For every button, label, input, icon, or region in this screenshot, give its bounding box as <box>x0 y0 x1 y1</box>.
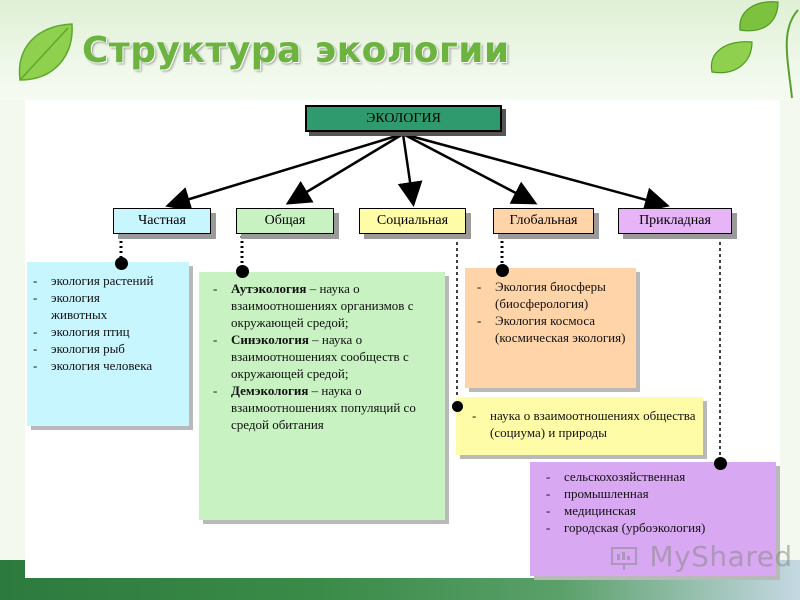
globalnaya-list: Экология биосферы (биосферология) Эколог… <box>471 278 630 346</box>
connector-dot-globalnaya <box>496 264 509 277</box>
panel-obshchaya: - Аутэкология – наука о взаимоотношениях… <box>199 272 445 520</box>
panel-socialnaya: наука о взаимоотношениях общества (социу… <box>456 397 703 455</box>
category-socialnaya: Социальная <box>359 208 466 234</box>
term-demekologiya: Демэкология <box>231 383 309 398</box>
arrow-to-chastnaya <box>165 132 404 212</box>
list-item: экология птиц <box>27 323 189 340</box>
obshchaya-item-demekologiya: - Демэкология – наука о взаимоотношениях… <box>213 383 416 432</box>
panel-globalnaya: Экология биосферы (биосферология) Эколог… <box>465 268 636 388</box>
list-item: Экология космоса (космическая экология) <box>471 312 630 346</box>
category-prikladnaya: Прикладная <box>618 208 732 234</box>
connector-dot-prikladnaya <box>714 457 727 470</box>
root-node-ekologiya: ЭКОЛОГИЯ <box>305 105 502 132</box>
header-background <box>0 0 800 100</box>
presentation-icon <box>611 547 637 570</box>
connector-dot-chastnaya <box>115 257 128 270</box>
panel-chastnaya: экология растений экология животных экол… <box>27 262 189 426</box>
chastnaya-list: экология растений экология животных экол… <box>27 272 189 374</box>
prikladnaya-list: сельскохозяйственная промышленная медици… <box>540 468 770 536</box>
obshchaya-item-sinekologiya: - Синэкология – наука о взаимоотношениях… <box>213 332 409 381</box>
category-chastnaya: Частная <box>113 208 211 234</box>
term-sinekologiya: Синэкология <box>231 332 309 347</box>
list-item: Экология биосферы (биосферология) <box>471 278 630 312</box>
leaf-right-icon <box>710 1 799 99</box>
socialnaya-list: наука о взаимоотношениях общества (социу… <box>466 407 697 441</box>
obshchaya-item-autekologiya: - Аутэкология – наука о взаимоотношениях… <box>213 281 414 330</box>
connector-dot-socialnaya <box>452 401 463 412</box>
arrow-to-globalnaya <box>402 132 538 205</box>
list-item: экология животных <box>27 289 146 323</box>
list-item: экология человека <box>27 357 189 374</box>
list-item: городская (урбоэкология) <box>540 519 770 536</box>
arrow-to-prikladnaya <box>402 132 670 212</box>
list-item: промышленная <box>540 485 770 502</box>
leaf-left-icon <box>18 23 73 81</box>
category-globalnaya: Глобальная <box>493 208 594 234</box>
page-title: Структура экологии <box>82 30 510 71</box>
list-item: экология растений <box>27 272 189 289</box>
list-item: сельскохозяйственная <box>540 468 770 485</box>
arrow-to-obshchaya <box>285 132 404 205</box>
arrow-to-socialnaya <box>397 133 423 207</box>
list-item: наука о взаимоотношениях общества (социу… <box>466 407 697 441</box>
watermark-logo: MyShared <box>610 540 793 573</box>
connector-dot-obshchaya <box>236 265 249 278</box>
term-autekologiya: Аутэкология <box>231 281 307 296</box>
category-obshchaya: Общая <box>236 208 334 234</box>
list-item: экология рыб <box>27 340 189 357</box>
list-item: медицинская <box>540 502 770 519</box>
panel-prikladnaya: сельскохозяйственная промышленная медици… <box>530 462 776 576</box>
